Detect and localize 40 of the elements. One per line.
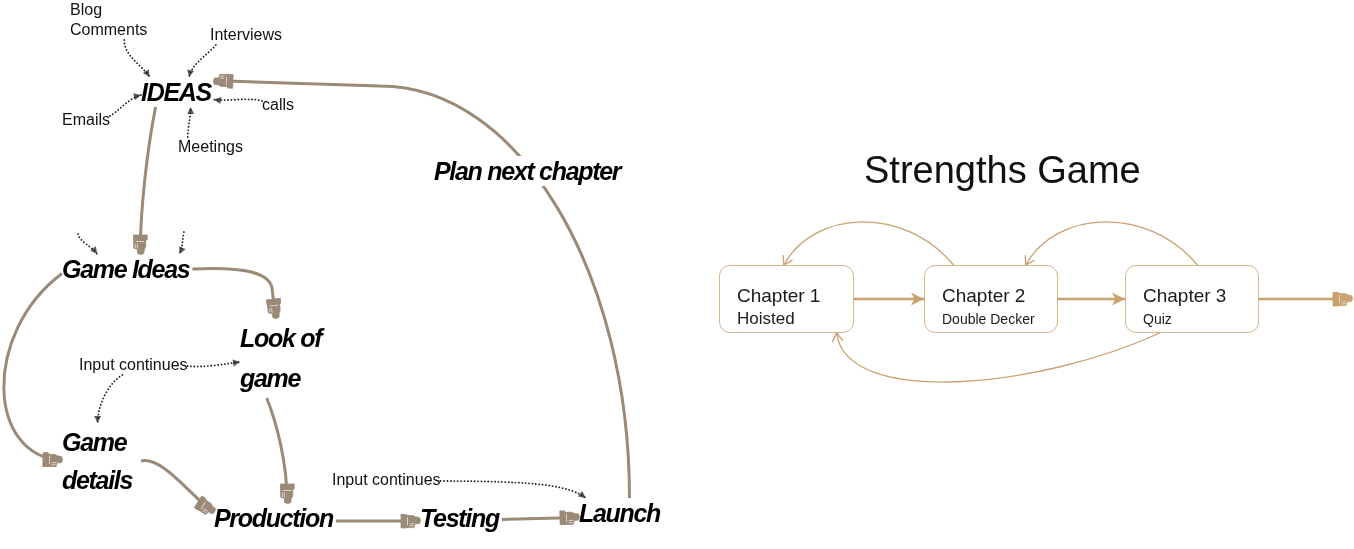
chapter-subtitle: Hoisted bbox=[737, 309, 795, 329]
dotted-arrow bbox=[186, 106, 194, 138]
dotted-arrow bbox=[187, 44, 217, 78]
input-label: calls bbox=[262, 95, 294, 115]
dotted-arrow bbox=[109, 93, 142, 117]
dotted-arrow bbox=[178, 231, 186, 255]
curved-arrow bbox=[1025, 221, 1199, 266]
curved-arrow bbox=[833, 332, 1161, 383]
arrow bbox=[854, 292, 924, 306]
curved-arrow bbox=[783, 221, 955, 266]
stage-label: Game Ideas bbox=[62, 254, 193, 284]
chapter-title: Chapter 2 bbox=[942, 285, 1026, 307]
diagram-title: Strengths Game bbox=[864, 148, 1141, 192]
input-label: Meetings bbox=[178, 137, 243, 157]
input-label: Input continues bbox=[79, 355, 188, 375]
chapter-box bbox=[924, 265, 1058, 333]
dotted-arrow bbox=[123, 39, 151, 78]
edge-label: Plan next chapter bbox=[432, 156, 625, 186]
chapter-title: Chapter 1 bbox=[737, 285, 821, 307]
dotted-arrow bbox=[94, 374, 124, 424]
chapter-subtitle: Double Decker bbox=[942, 310, 1035, 329]
stage-label: Look of game bbox=[240, 318, 329, 398]
chapter-subtitle: Quiz bbox=[1143, 310, 1172, 329]
chapter-box bbox=[719, 265, 854, 333]
stage-label: Launch bbox=[579, 498, 664, 528]
input-label: Blog Comments bbox=[70, 0, 148, 40]
stage-label: Game details bbox=[62, 423, 141, 499]
stage-label: Production bbox=[214, 503, 336, 533]
dotted-arrow bbox=[77, 233, 99, 255]
dotted-arrow bbox=[439, 480, 587, 499]
arrow bbox=[1058, 292, 1125, 306]
chapter-box bbox=[1125, 265, 1259, 333]
dotted-arrow bbox=[213, 96, 263, 104]
input-label: Interviews bbox=[210, 25, 283, 45]
chapter-title: Chapter 3 bbox=[1143, 285, 1227, 307]
input-label: Input continues bbox=[332, 470, 441, 490]
dotted-arrow bbox=[186, 359, 241, 368]
stage-label: IDEAS bbox=[141, 77, 214, 107]
input-label: Emails bbox=[62, 110, 110, 130]
stage-label: Testing bbox=[420, 503, 502, 533]
